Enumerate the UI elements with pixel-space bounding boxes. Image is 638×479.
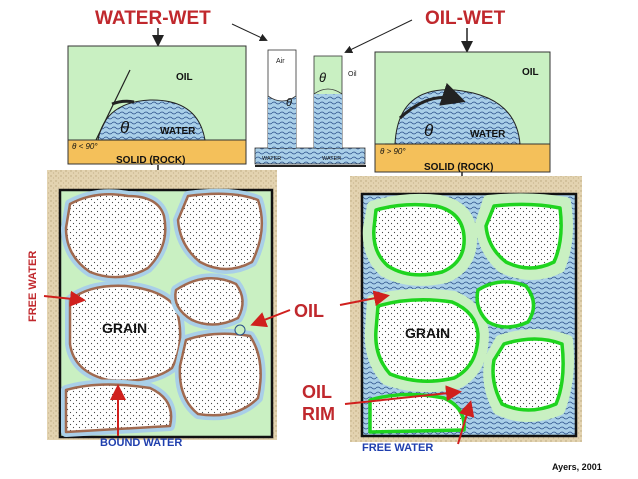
tube-theta-left: θ [286,97,292,109]
water-wet-oil-label: OIL [176,72,193,83]
grain-right-label: GRAIN [405,325,450,341]
capillary-tubes: Air Oil θ θ WATER WATER [254,49,366,167]
tube-theta-right: θ [319,70,326,85]
oil-wet-water-label: WATER [470,129,506,140]
water-wet-water-label: WATER [160,126,196,137]
oil-center-label: OIL [294,301,324,321]
pointer-arrow-left [231,23,268,42]
free-water-bottom-label: FREE WATER [362,442,433,454]
oil-wet-condition: θ > 90° [380,147,406,156]
oil-wet-pore-panel: GRAIN [350,176,582,442]
oil-arrow-left [250,309,291,328]
oil-wet-theta: θ [424,121,434,140]
credit-text: Ayers, 2001 [552,462,602,472]
water-wet-condition: θ < 90° [72,142,98,151]
oil-rim-label-line2: RIM [302,404,335,424]
oil-wet-oil-label: OIL [522,67,539,78]
oil-wet-solid-label: SOLID (ROCK) [424,162,493,173]
oil-wet-title: OIL-WET [425,8,506,29]
oil-wet-contact-panel: OIL θ WATER θ > 90° SOLID (ROCK) [374,51,551,173]
pointer-arrow-right [344,19,413,53]
oil-rim-label-line1: OIL [302,382,332,402]
tube-oil-label: Oil [348,71,357,78]
oil-arrow-right [339,290,390,307]
bound-water-label: BOUND WATER [100,437,182,449]
water-wet-theta: θ [120,118,130,137]
oil-rim-arrow [344,385,462,405]
tube-water-label-left: WATER [262,156,281,162]
water-wet-pore-panel: GRAIN [47,170,277,440]
water-wet-contact-panel: OIL θ WATER θ < 90° SOLID (ROCK) [67,45,247,166]
contact-angle-arc [111,99,135,106]
free-water-bottom-arrow [457,400,475,445]
water-wet-solid-label: SOLID (ROCK) [116,155,185,166]
water-wet-title: WATER-WET [95,8,211,29]
oil-wet-angle-arc [398,82,466,120]
grain-left-label: GRAIN [102,320,147,336]
tube-water-label-right: WATER [322,156,341,162]
free-water-side-label: FREE WATER [27,251,39,322]
free-water-side-arrow [43,290,86,307]
tube-air-label: Air [276,58,285,65]
